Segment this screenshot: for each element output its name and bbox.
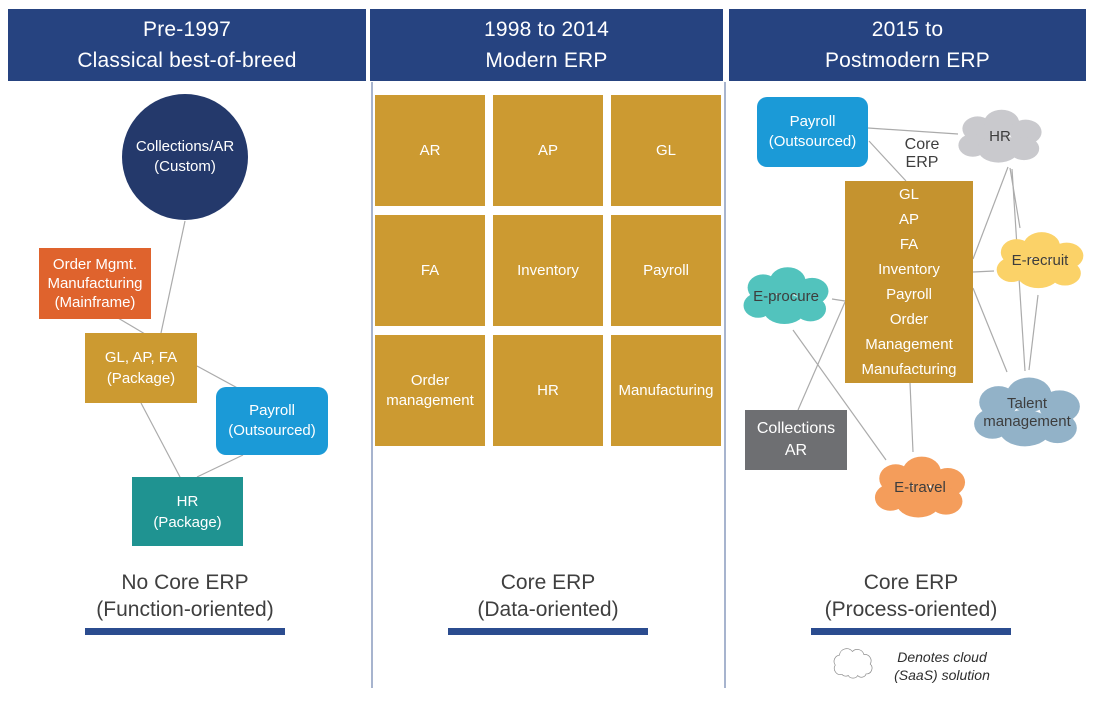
panel1-caption-underline [85, 628, 285, 635]
hr-cloud-label: HR [989, 128, 1011, 145]
edge-hrcloud-to-core [972, 166, 1009, 260]
collections-ar-circle: Collections/AR (Custom) [122, 94, 248, 220]
grid-cell-ap: AP [493, 95, 603, 206]
talent-management-cloud: Talent management [966, 370, 1088, 456]
hr-cloud-shape [958, 109, 1042, 163]
talent-cloud-shape [974, 377, 1080, 447]
e-procure-cloud-shape [743, 267, 829, 325]
grid-cell-hr: HR [493, 335, 603, 446]
panel2-caption: Core ERP (Data-oriented) [477, 571, 619, 621]
edge-glapfa-to-hr [140, 402, 181, 478]
edge-hrcloud-to-erecruit [1009, 167, 1021, 229]
legend-text: Denotes cloud (SaaS) solution [894, 649, 990, 683]
payroll-outsourced-box-p1: Payroll (Outsourced) [216, 387, 328, 455]
legend-cloud-icon [833, 648, 873, 679]
e-travel-cloud-shape [874, 456, 966, 518]
talent-cloud-label: Talent management [983, 395, 1071, 430]
hr-cloud: HR [952, 104, 1048, 170]
grid-cell-ar: AR [375, 95, 485, 206]
grid-cell-inventory: Inventory [493, 215, 603, 326]
edge-payroll-to-hr [196, 454, 244, 478]
grid-cell-manufacturing: Manufacturing [611, 335, 721, 446]
e-recruit-cloud-shape [996, 232, 1084, 289]
e-travel-cloud-label: E-travel [894, 479, 946, 496]
edge-payroll3-to-core [868, 140, 907, 182]
grid-cell-order-management: Order management [375, 335, 485, 446]
payroll-outsourced-box-p3: Payroll (Outsourced) [757, 97, 868, 167]
panel1-header: Pre-1997 Classical best-of-breed [8, 9, 366, 81]
edge-core-to-collections [797, 301, 846, 411]
e-procure-cloud-label: E-procure [753, 287, 819, 305]
edge-eprocure-to-etravel [792, 329, 887, 461]
edge-eprocure-to-core [831, 298, 846, 302]
order-mgmt-box: Order Mgmt. Manufacturing (Mainframe) [39, 248, 151, 319]
panel1-caption: No Core ERP (Function-oriented) [96, 571, 274, 621]
edge-collections-circle-to-glapfa [160, 220, 186, 334]
panel3-header: 2015 to Postmodern ERP [729, 9, 1086, 81]
e-procure-cloud: E-procure [737, 261, 835, 332]
edge-core-to-etravel [909, 382, 914, 453]
edge-ordermgmt-to-glapfa [117, 317, 146, 335]
grid-cell-gl: GL [611, 95, 721, 206]
gl-ap-fa-box: GL, AP, FA (Package) [85, 333, 197, 403]
core-erp-box: GL AP FA Inventory Payroll Order Managem… [845, 181, 973, 383]
core-erp-annotation: Core ERP [904, 136, 940, 171]
hr-package-box: HR (Package) [132, 477, 243, 546]
edge-payroll3-to-hrcloud [867, 127, 959, 135]
edge-glapfa-to-payroll [196, 365, 244, 392]
panel2-header: 1998 to 2014 Modern ERP [370, 9, 723, 81]
panel2-caption-underline [448, 628, 648, 635]
e-travel-cloud: E-travel [868, 450, 972, 526]
edge-core-to-erecruit [972, 270, 995, 273]
e-recruit-cloud: E-recruit [990, 226, 1090, 296]
grid-cell-fa: FA [375, 215, 485, 326]
divider-panel1-panel2 [371, 82, 373, 688]
grid-cell-payroll: Payroll [611, 215, 721, 326]
edge-core-to-talent [972, 287, 1008, 373]
panel3-caption-underline [811, 628, 1011, 635]
edge-erecruit-to-talent [1028, 294, 1039, 371]
panel3-caption: Core ERP (Process-oriented) [824, 571, 998, 621]
e-recruit-cloud-label: E-recruit [1011, 252, 1069, 269]
divider-panel2-panel3 [724, 82, 726, 688]
modern-erp-grid: AR AP GL FA Inventory Payroll Order mana… [375, 95, 721, 446]
collections-ar-box: Collections AR [745, 410, 847, 470]
